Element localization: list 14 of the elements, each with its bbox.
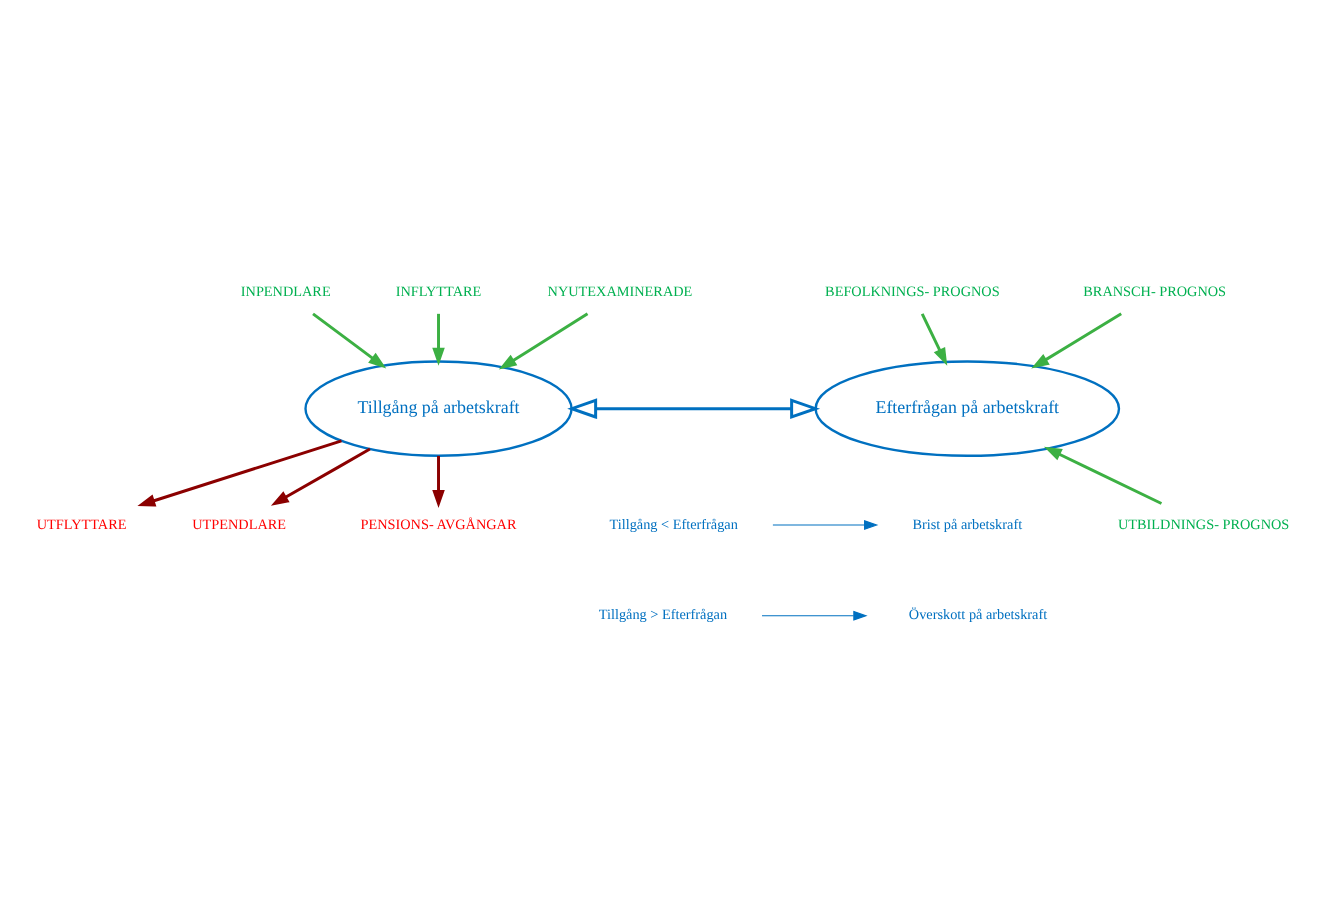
arrow xyxy=(312,311,387,368)
arrow xyxy=(567,397,820,419)
arrow xyxy=(432,312,445,365)
node-ellipse: Tillgång på arbetskraft xyxy=(304,359,573,456)
arrow xyxy=(920,312,948,365)
arrow xyxy=(270,446,371,505)
arrow xyxy=(1043,445,1163,504)
arrow xyxy=(772,519,879,530)
arrow xyxy=(432,454,445,508)
node-ellipse: Efterfrågan på arbetskraft xyxy=(814,359,1121,456)
arrow xyxy=(1031,311,1122,368)
arrow xyxy=(137,438,342,506)
arrow xyxy=(761,609,868,620)
arrow xyxy=(498,311,589,369)
